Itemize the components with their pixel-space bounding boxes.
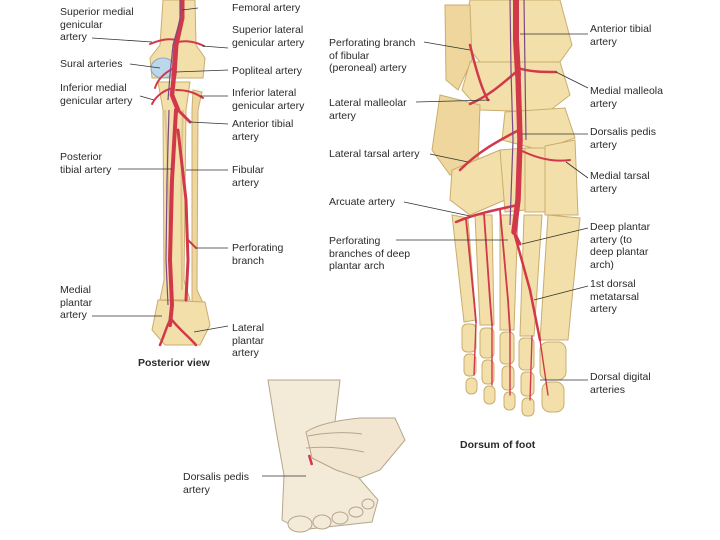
label-dorsalis-pedis: Dorsalis pedis artery — [590, 126, 656, 151]
label-posterior-tibial: Posterior tibial artery — [60, 151, 111, 176]
heel-bones — [152, 300, 210, 345]
label-perforating-plantar-arch: Perforating branches of deep plantar arc… — [329, 235, 410, 273]
label-arcuate: Arcuate artery — [329, 196, 395, 209]
label-anterior-tibial-dorsum: Anterior tibial artery — [590, 23, 651, 48]
label-lateral-malleolar: Lateral malleolar artery — [329, 97, 407, 122]
anterior-tibial-vessel-dorsum — [516, 0, 518, 75]
label-anterior-tibial-posterior: Anterior tibial artery — [232, 118, 293, 143]
label-medial-malleolar: Medial malleola artery — [590, 85, 663, 110]
cuneiform-medial — [545, 140, 578, 215]
pulse-palpation-illustration — [262, 380, 405, 532]
label-medial-tarsal: Medial tarsal artery — [590, 170, 650, 195]
label-sural-arteries: Sural arteries — [60, 58, 122, 71]
caption-posterior-view: Posterior view — [138, 357, 210, 369]
label-femoral-artery: Femoral artery — [232, 2, 300, 15]
label-dorsal-digital: Dorsal digital arteries — [590, 371, 651, 396]
metatarsal-5 — [452, 215, 476, 322]
label-deep-plantar: Deep plantar artery (to deep plantar arc… — [590, 221, 650, 271]
metatarsal-2 — [520, 215, 542, 336]
label-inferior-lateral-genicular: Inferior lateral genicular artery — [232, 87, 304, 112]
label-popliteal-artery: Popliteal artery — [232, 65, 302, 78]
label-inferior-medial-genicular: Inferior medial genicular artery — [60, 82, 132, 107]
metatarsal-1 — [540, 215, 580, 340]
label-medial-plantar: Medial plantar artery — [60, 284, 92, 322]
label-lateral-plantar: Lateral plantar artery — [232, 322, 264, 360]
label-superior-medial-genicular: Superior medial genicular artery — [60, 6, 134, 44]
label-first-dorsal-metatarsal: 1st dorsal metatarsal artery — [590, 278, 639, 316]
posterior-leg-illustration — [150, 0, 210, 345]
dorsum-foot-illustration — [432, 0, 580, 416]
label-superior-lateral-genicular: Superior lateral genicular artery — [232, 24, 304, 49]
label-perforating-branch: Perforating branch — [232, 242, 283, 267]
label-fibular-artery: Fibular artery — [232, 164, 264, 189]
caption-dorsum-of-foot: Dorsum of foot — [460, 439, 535, 451]
label-lateral-tarsal: Lateral tarsal artery — [329, 148, 419, 161]
label-perforating-fibular: Perforating branch of fibular (peroneal)… — [329, 37, 415, 75]
label-dorsalis-pedis-pulse: Dorsalis pedis artery — [183, 471, 249, 496]
